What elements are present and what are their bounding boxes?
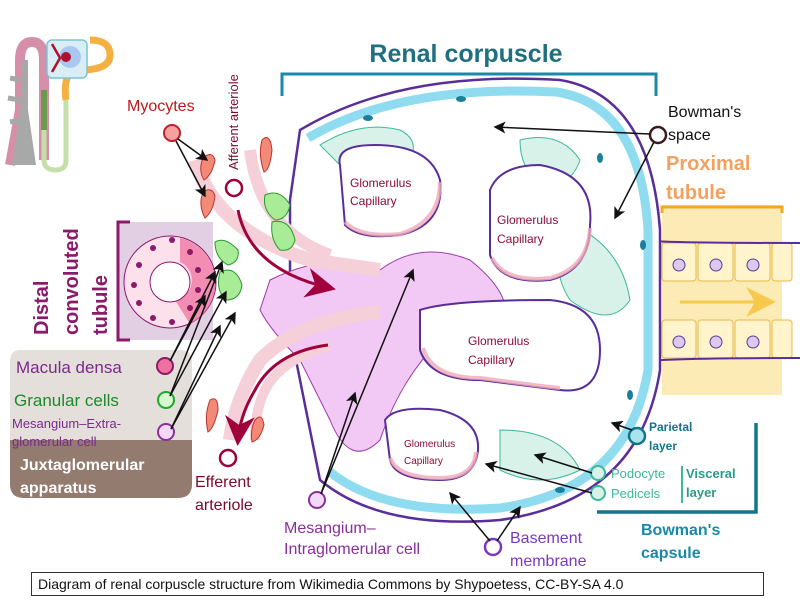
parietal-layer-marker xyxy=(627,426,647,446)
glomerulus-capillary-label-1a: Glomerulus xyxy=(350,176,411,190)
svg-text:Parietal layer: Parietal layer xyxy=(649,420,696,453)
bowmans-capsule-label-1: Bowman's xyxy=(641,522,720,539)
proximal-tubule-label-2: tubule xyxy=(666,182,726,204)
svg-text:Visceral layer: Visceral layer xyxy=(686,466,739,500)
basement-membrane-label-1: Basement xyxy=(510,530,583,547)
glomerulus-capillaries xyxy=(338,143,602,482)
glomerulus-capillary-label-4b: Capillary xyxy=(404,456,443,467)
mesangium-extraglomerular-label-1: Mesangium–Extra- xyxy=(12,416,121,431)
svg-text:Bowman's capsule: Bowman's capsule xyxy=(641,522,725,562)
svg-text:Efferent arteriole: Efferent arteriole xyxy=(195,474,255,514)
juxtaglomerular-apparatus-box xyxy=(10,350,192,498)
renal-corpuscle-bracket xyxy=(280,72,658,96)
svg-text:Bowman's space: Bowman's space xyxy=(668,104,746,144)
bowmans-space-label-1: Bowman's xyxy=(668,104,741,121)
podocyte-marker xyxy=(590,465,606,481)
pedicels-label: Pedicels xyxy=(611,486,661,501)
parietal-layer-label-2: layer xyxy=(649,439,677,453)
image-caption: Diagram of renal corpuscle structure fro… xyxy=(31,572,764,596)
distal-convoluted-tubule-label-2: convoluted xyxy=(61,228,83,335)
svg-text:Glomerulus Capillary: Glomerulus Capillary xyxy=(497,213,562,246)
glomerulus-capillary-label-1b: Capillary xyxy=(350,194,397,208)
juxtaglomerular-label-1: Juxtaglomerular xyxy=(20,457,144,474)
svg-text:Glomerulus Capillary: Glomerulus Capillary xyxy=(468,334,533,367)
mesangium-extraglomerular-label-2: glomerular cell xyxy=(12,434,97,449)
parietal-layer-label-1: Parietal xyxy=(649,420,692,434)
nephron-thumbnail-icon xyxy=(5,36,114,173)
mesangium-intraglomerular-marker xyxy=(308,491,326,509)
svg-text:Glomerulus Capillary: Glomerulus Capillary xyxy=(404,439,458,467)
basement-membrane-marker xyxy=(483,537,503,557)
macula-densa-label: Macula densa xyxy=(16,358,122,377)
pointer-arrows xyxy=(169,121,655,542)
mesangium-extraglomerular-marker xyxy=(157,423,175,441)
efferent-arteriole-marker xyxy=(218,448,238,468)
svg-text:Glomerulus Capillary: Glomerulus Capillary xyxy=(350,176,415,208)
visceral-layer-label-1: Visceral xyxy=(686,466,736,481)
bowmans-capsule-bracket xyxy=(597,423,758,514)
svg-text:Mesangium– Intraglomerular: Mesangium– Intraglomerular cell xyxy=(284,520,420,558)
myocytes-label: Myocytes xyxy=(127,98,195,115)
juxtaglomerular-label-2: apparatus xyxy=(20,480,97,497)
macula-densa-marker xyxy=(156,357,174,375)
efferent-arteriole-label-1: Efferent xyxy=(195,474,251,491)
glomerulus-capillary-label-3a: Glomerulus xyxy=(468,334,529,348)
glomerulus-capillary-label-3b: Capillary xyxy=(468,353,515,367)
basement-membrane-label-2: membrane xyxy=(510,553,587,570)
podocyte-label: Podocyte xyxy=(611,466,665,481)
glomerulus-capillary-label-2a: Glomerulus xyxy=(497,213,558,227)
distal-convoluted-tubule-label-3: tubule xyxy=(90,275,112,335)
svg-text:Basement membrane: Basement membrane xyxy=(510,530,587,570)
pedicels-marker xyxy=(590,485,606,501)
visceral-layer-label-2: layer xyxy=(686,485,716,500)
svg-text:Distal convoluted tubu: Distal convoluted tubule xyxy=(31,223,112,335)
afferent-arteriole-marker xyxy=(224,178,244,198)
svg-text:Juxtaglomerular apparatus: Juxtaglomerular apparatus xyxy=(20,457,149,497)
glomerulus-capillary-label-4a: Glomerulus xyxy=(404,439,455,450)
proximal-tubule xyxy=(639,205,800,395)
myocytes-marker xyxy=(163,124,181,142)
glomerulus-capillary-label-2b: Capillary xyxy=(497,232,544,246)
diagram-title: Renal corpuscle xyxy=(369,40,562,68)
distal-convoluted-tubule xyxy=(116,220,217,342)
bowmans-space-marker xyxy=(648,125,668,145)
bowmans-space-label-2: space xyxy=(668,127,711,144)
distal-convoluted-tubule-label-1: Distal xyxy=(31,281,53,335)
afferent-arteriole-label: Afferent arteriole xyxy=(226,74,241,170)
bowmans-capsule-label-2: capsule xyxy=(641,545,701,562)
proximal-tubule-label-1: Proximal xyxy=(666,153,750,175)
svg-text:Mesangium–Extra- glomerula: Mesangium–Extra- glomerular cell xyxy=(12,416,125,449)
svg-text:Proximal tubule: Proximal tubule xyxy=(666,153,756,204)
granular-cells-label: Granular cells xyxy=(14,391,119,410)
mesangium-intraglomerular-label-2: Intraglomerular cell xyxy=(284,541,420,558)
mesangium-intraglomerular-label-1: Mesangium– xyxy=(284,520,376,537)
efferent-arteriole-label-2: arteriole xyxy=(195,497,253,514)
